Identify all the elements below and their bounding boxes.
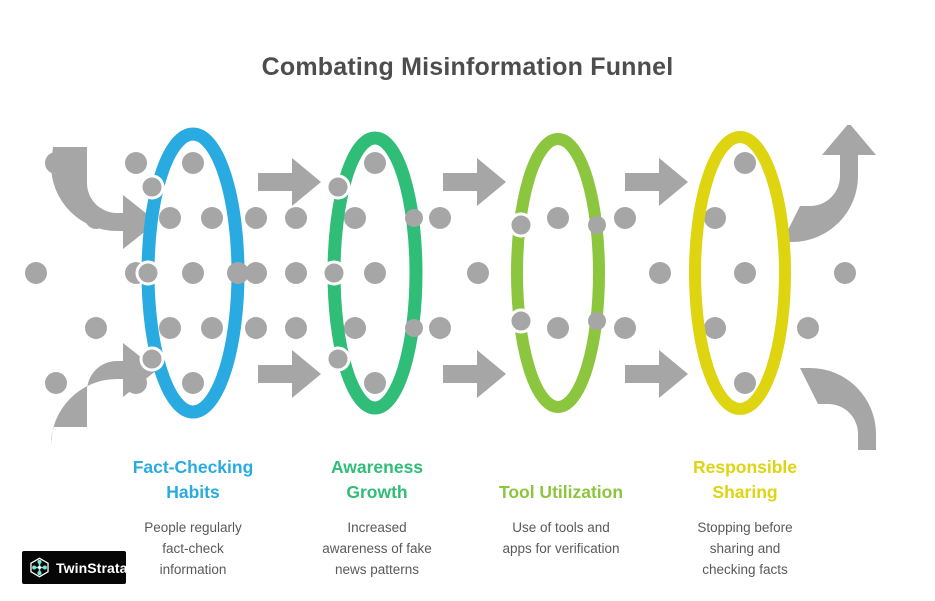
- stage-3-label: Tool Utilization: [498, 482, 624, 502]
- tool-utilization-ring: [511, 133, 605, 413]
- stage-4-label: Responsible Sharing: [692, 457, 798, 502]
- stage-caption-1: Fact-Checking Habits People regularly fa…: [101, 455, 285, 580]
- funnel-svg: [25, 125, 876, 450]
- watermark-brand-text: TwinStrata: [56, 559, 128, 576]
- arrow-stage-2-to-3-bottom: [443, 350, 506, 398]
- stage-caption-2: Awareness Growth Increased awareness of …: [285, 455, 469, 580]
- stage-1-description: People regularly fact-check information: [144, 520, 242, 577]
- arrow-into-stage-1-top: [51, 147, 157, 249]
- arrow-out-of-stage-4-bottom: [800, 368, 876, 450]
- arrow-stage-1-to-2-top: [258, 158, 321, 206]
- arrow-stage-1-to-2-bottom: [258, 350, 321, 398]
- hexagon-node-icon: [30, 557, 49, 578]
- stage-4-description: Stopping before sharing and checking fac…: [697, 520, 793, 577]
- funnel-diagram: [0, 125, 935, 450]
- stage-3-description: Use of tools and apps for verification: [502, 520, 620, 556]
- stage-caption-4: Responsible Sharing Stopping before shar…: [653, 455, 837, 580]
- responsible-sharing-ring: [689, 131, 791, 415]
- stage-1-label: Fact-Checking Habits: [132, 457, 254, 502]
- stage-2-description: Increased awareness of fake news pattern…: [322, 520, 432, 577]
- stage-caption-3: Tool Utilization Use of tools and apps f…: [469, 455, 653, 559]
- stage-2-label: Awareness Growth: [330, 457, 424, 502]
- arrow-stage-2-to-3-top: [443, 158, 506, 206]
- arrow-stage-3-to-4-top: [625, 158, 688, 206]
- arrow-out-of-stage-4-top: [782, 125, 876, 242]
- ring-intersection-dots: [135, 174, 606, 372]
- stage-captions: Fact-Checking Habits People regularly fa…: [0, 455, 935, 601]
- arrow-into-stage-1-bottom: [51, 343, 157, 445]
- arrow-stage-3-to-4-bottom: [625, 350, 688, 398]
- watermark-logo: TwinStrata: [22, 551, 128, 584]
- page-title: Combating Misinformation Funnel: [261, 53, 674, 81]
